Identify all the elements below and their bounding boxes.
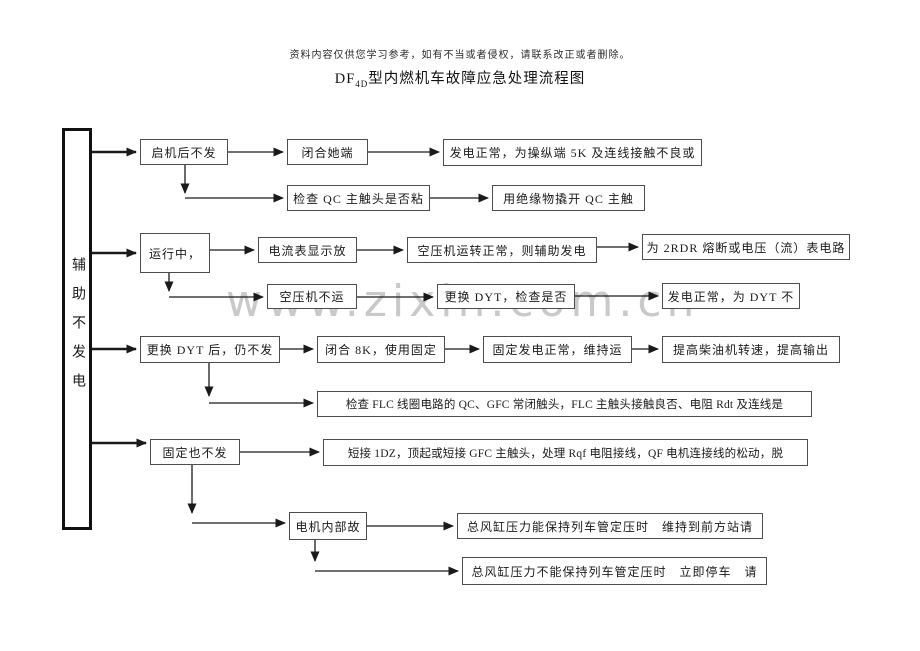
node-close-other-end: 闭合她端 xyxy=(287,139,368,165)
node-ammeter-shows-discharge: 电流表显示放 xyxy=(258,237,357,263)
node-startup-no-generation: 启机后不发 xyxy=(140,139,228,165)
title-subscript: 4D xyxy=(355,78,369,89)
node-compressor-not-running: 空压机不运 xyxy=(267,284,357,309)
node-check-flc-coil-circuit: 检查 FLC 线圈电路的 QC、GFC 常闭触头，FLC 主触头接触良否、电阻 … xyxy=(317,391,812,417)
node-generation-normal-dyt-fault: 发电正常，为 DYT 不 xyxy=(662,283,800,309)
node-aux-no-generation-label: 辅助不发电 xyxy=(70,256,85,402)
disclaimer-text: 资料内容仅供您学习参考，如有不当或者侵权，请联系改正或者删除。 xyxy=(289,50,631,61)
node-close-8k-use-fixed: 闭合 8K，使用固定 xyxy=(317,336,445,363)
node-during-operation: 运行中， xyxy=(140,233,210,273)
node-fixed-generation-normal-maintain: 固定发电正常，维持运 xyxy=(483,336,632,363)
title-prefix: DF xyxy=(334,71,356,87)
node-replace-dyt-check: 更换 DYT，检查是否 xyxy=(437,284,575,309)
node-pressure-holds-continue: 总风缸压力能保持列车管定压时 维持到前方站请 xyxy=(457,513,763,539)
node-raise-diesel-rpm-output: 提高柴油机转速，提高输出 xyxy=(662,336,840,363)
node-after-dyt-replace-still-no-gen: 更换 DYT 后，仍不发 xyxy=(140,336,280,363)
node-aux-no-generation: 辅助不发电 xyxy=(62,128,92,530)
node-pressure-not-holds-stop: 总风缸压力不能保持列车管定压时 立即停车 请 xyxy=(462,557,767,585)
node-pry-qc-contact-with-insulator: 用绝缘物撬开 QC 主触 xyxy=(492,185,645,211)
title-suffix: 型内燃机车故障应急处理流程图 xyxy=(368,71,586,87)
node-fixed-also-no-generation: 固定也不发 xyxy=(150,439,240,465)
node-generation-normal-5k-contact: 发电正常，为操纵端 5K 及连线接触不良或 xyxy=(443,139,702,166)
node-short-1dz-gfc-rqf: 短接 1DZ，顶起或短接 GFC 主触头，处理 Rqf 电阻接线，QF 电机连接… xyxy=(323,439,808,466)
page-title: DF4D型内燃机车故障应急处理流程图 xyxy=(0,67,920,89)
node-check-qc-main-contact-stuck: 检查 QC 主触头是否粘 xyxy=(287,185,430,211)
node-compressor-normal-aux-generating: 空压机运转正常，则辅助发电 xyxy=(407,237,597,263)
node-motor-internal-fault: 电机内部故 xyxy=(289,512,367,540)
node-2rdr-fuse-or-meter-circuit: 为 2RDR 熔断或电压（流）表电路 xyxy=(642,234,850,260)
